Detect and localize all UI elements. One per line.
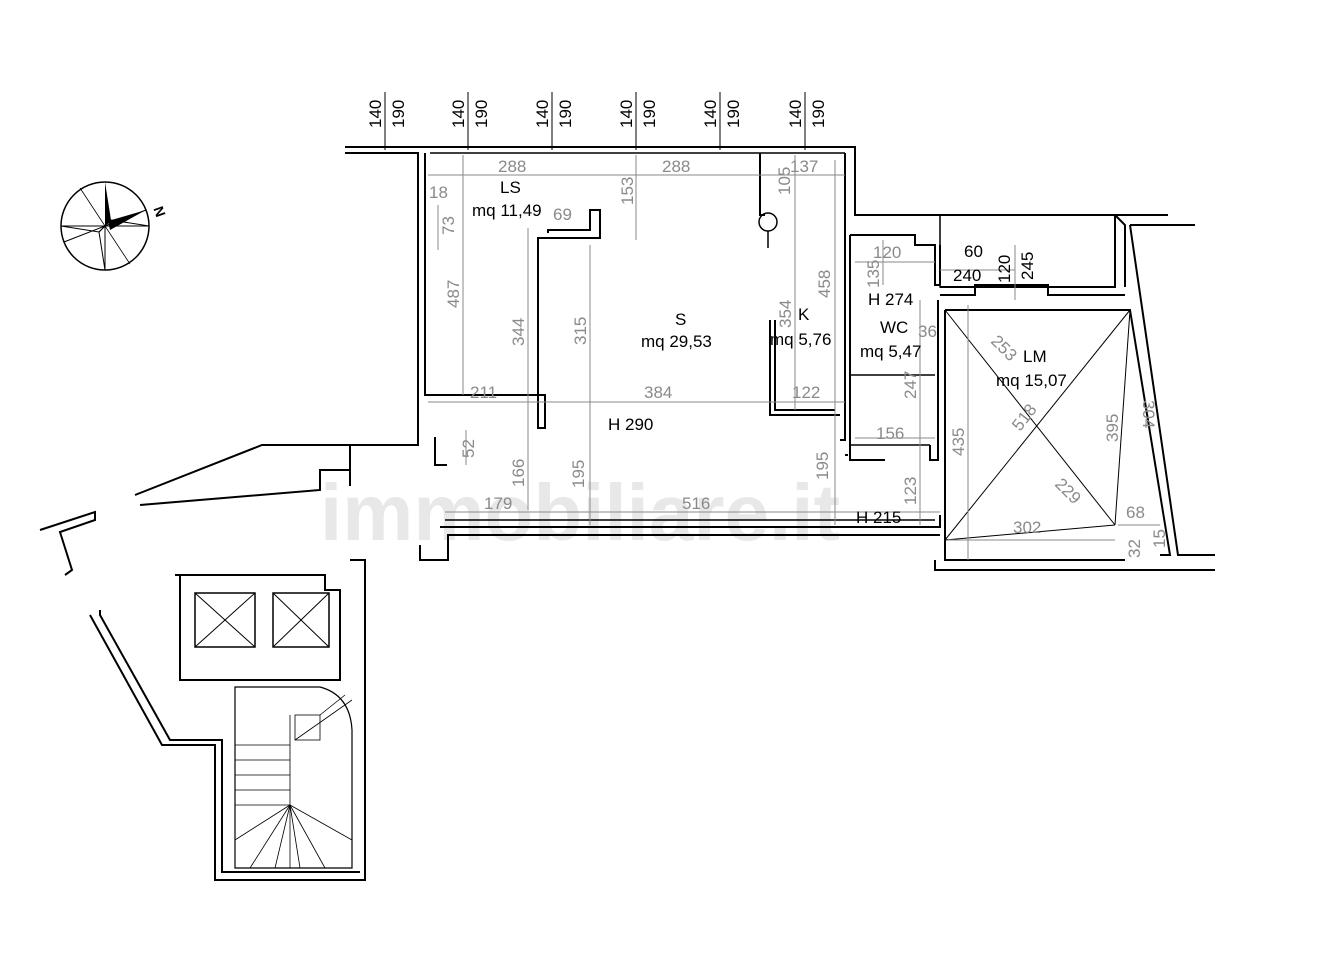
room-wc-area: mq 5,47 (860, 342, 921, 361)
dim-315: 315 (571, 317, 590, 345)
dim-179: 179 (484, 494, 512, 513)
dim-288-b: 288 (662, 157, 690, 176)
dim-344: 344 (509, 318, 528, 346)
small-window-c: 120 (995, 255, 1014, 283)
dim-229: 229 (1051, 474, 1084, 507)
window-6-width: 140 (786, 100, 805, 128)
room-k-name: K (798, 305, 810, 324)
room-lm-name: LM (1023, 347, 1047, 366)
room-ls-area: mq 11,49 (472, 201, 542, 220)
dim-135: 135 (864, 260, 883, 288)
room-lm-area: mq 15,07 (996, 371, 1067, 390)
small-window-a: 60 (964, 242, 983, 261)
window-1-height: 190 (389, 100, 408, 128)
dim-253: 253 (987, 331, 1020, 364)
dim-487: 487 (444, 280, 463, 308)
room-s-name: S (675, 310, 686, 329)
window-2-height: 190 (472, 100, 491, 128)
stairwell (39, 444, 366, 881)
walls (345, 146, 1215, 571)
dim-395: 395 (1103, 414, 1122, 442)
dim-68: 68 (1126, 503, 1145, 522)
dim-105: 105 (775, 167, 794, 195)
dim-288-a: 288 (498, 157, 526, 176)
dim-120: 120 (873, 243, 901, 262)
window-4-height: 190 (640, 100, 659, 128)
dim-69: 69 (553, 205, 572, 224)
dim-384: 384 (644, 383, 672, 402)
dim-195-a: 195 (569, 460, 588, 488)
small-window-d: 245 (1018, 252, 1037, 280)
dimension-lines (428, 155, 1160, 560)
window-3-height: 190 (556, 100, 575, 128)
window-1-width: 140 (366, 100, 385, 128)
small-window-b: 240 (953, 266, 981, 285)
dim-15: 15 (1150, 529, 1169, 548)
dim-304: 304 (1139, 400, 1158, 428)
window-2-width: 140 (449, 100, 468, 128)
dim-52: 52 (459, 439, 478, 458)
dim-435: 435 (949, 428, 968, 456)
corridor-height: H 215 (856, 508, 901, 527)
dim-518: 518 (1008, 400, 1040, 434)
room-s-area: mq 29,53 (641, 332, 712, 351)
dim-36: 36 (918, 322, 937, 341)
dim-137: 137 (790, 157, 818, 176)
dim-247: 247 (901, 371, 920, 399)
dim-211: 211 (470, 383, 497, 402)
dim-32: 32 (1125, 539, 1144, 558)
dim-156: 156 (876, 424, 904, 443)
window-4-width: 140 (617, 100, 636, 128)
compass-icon: N (60, 181, 169, 271)
dim-354: 354 (776, 300, 795, 328)
small-window-labels: 60 240 120 245 (953, 242, 1037, 285)
room-ls-name: LS (500, 178, 521, 197)
window-5-width: 140 (701, 100, 720, 128)
room-labels: LS mq 11,49 S mq 29,53 H 290 K mq 5,76 H… (472, 178, 1067, 527)
dim-302: 302 (1013, 518, 1041, 537)
dim-18: 18 (429, 183, 448, 202)
room-wc-height: H 274 (868, 290, 913, 309)
dim-153: 153 (618, 177, 637, 205)
dim-458: 458 (815, 270, 834, 298)
room-k-area: mq 5,76 (770, 330, 831, 349)
room-wc-name: WC (880, 318, 908, 337)
window-6-height: 190 (809, 100, 828, 128)
window-3-width: 140 (533, 100, 552, 128)
dim-166: 166 (509, 459, 528, 487)
compass-label: N (150, 204, 168, 219)
window-labels: 140 190 140 190 140 190 140 190 140 190 … (366, 92, 828, 150)
window-5-height: 190 (724, 100, 743, 128)
dim-516: 516 (682, 494, 710, 513)
dim-122: 122 (792, 383, 820, 402)
room-s-height: H 290 (608, 415, 653, 434)
dim-123: 123 (901, 477, 920, 505)
dim-73: 73 (439, 216, 458, 235)
dim-195-b: 195 (813, 452, 832, 480)
